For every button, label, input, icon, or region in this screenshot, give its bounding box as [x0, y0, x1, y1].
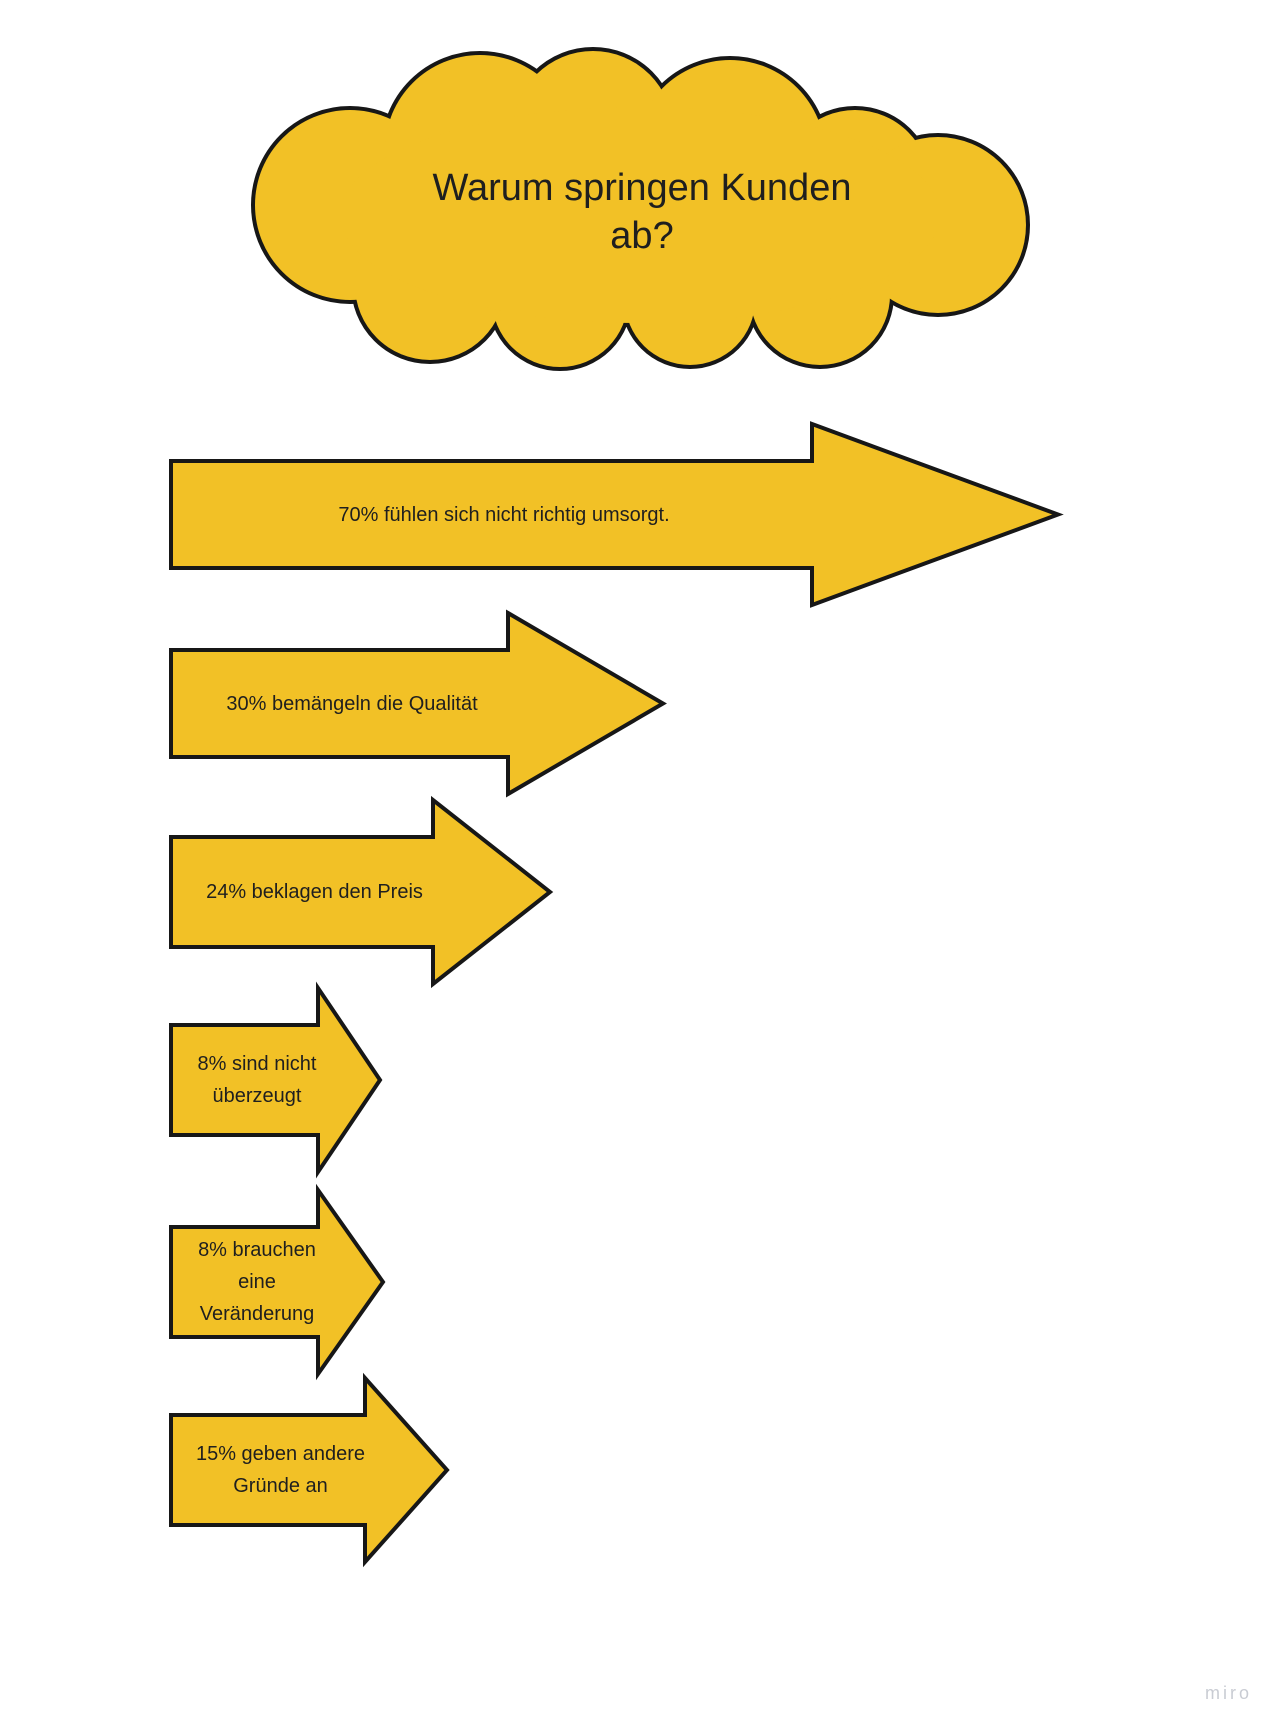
arrow-shape-15pct-5[interactable] [169, 1372, 450, 1568]
arrows-group [169, 421, 1064, 1568]
cloud-title: Warum springen Kunden ab? [342, 164, 942, 260]
cloud-title-line: Warum springen Kunden [432, 167, 852, 209]
miro-watermark: miro [1205, 1683, 1252, 1703]
arrow-shape-30pct-1[interactable] [169, 609, 667, 798]
arrow-shape-8pct-3[interactable] [169, 981, 383, 1179]
arrow-shape-24pct-2[interactable] [169, 795, 554, 989]
arrow-shape-8pct-4[interactable] [169, 1183, 386, 1381]
arrow-shape-70pct-0[interactable] [169, 421, 1064, 608]
cloud-title-line: ab? [610, 215, 674, 257]
